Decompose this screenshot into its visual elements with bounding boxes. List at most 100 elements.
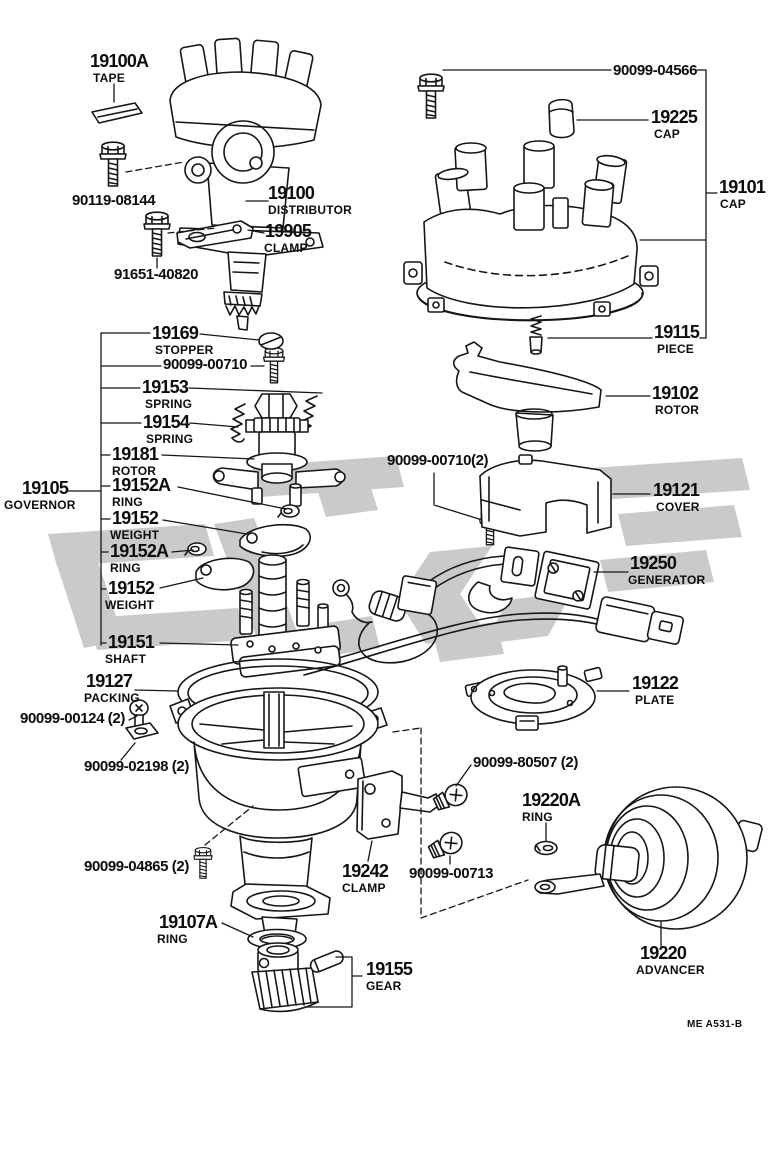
part-caption: COVER: [656, 499, 700, 514]
part-number: 19151: [108, 632, 155, 652]
part-caption: WEIGHT: [110, 527, 160, 542]
part-number: 19100A: [90, 51, 149, 71]
part-number: 90099-04566: [613, 62, 698, 79]
part-label-19101: 19101 CAP: [719, 178, 766, 211]
part-caption: ROTOR: [655, 402, 700, 417]
distributor-assembly-drawing: [169, 37, 324, 331]
part-caption: SPRING: [146, 431, 194, 446]
part-caption: PLATE: [635, 692, 675, 707]
part-label-90099-04566: 90099-04566: [613, 63, 697, 79]
part-label-19220: 19220 ADVANCER: [636, 943, 705, 976]
part-label-90099-02198: 90099-02198 (2): [84, 759, 189, 775]
weight-19152-lower-drawing: [195, 557, 255, 591]
generator-19250-drawing: [301, 546, 685, 676]
gear-19155-drawing: [251, 942, 344, 1013]
part-number: 19127: [86, 671, 133, 691]
part-number: 19250: [630, 553, 677, 573]
part-label-19102: 19102 ROTOR: [652, 384, 699, 416]
part-label-19127: 19127 PACKING: [84, 671, 140, 705]
part-number: 90099-00713: [409, 865, 494, 882]
part-label-19115: 19115 PIECE: [654, 322, 700, 356]
part-label-90099-04865: 90099-04865 (2): [84, 859, 189, 875]
clamp-19242-drawing: [356, 770, 442, 840]
part-label-91651-40820: 91651-40820: [114, 267, 198, 283]
part-number: 19181: [112, 444, 159, 464]
part-label-19152A-lower: 19152A RING: [110, 541, 169, 575]
part-number: 19100: [268, 183, 315, 203]
part-caption: CAP: [720, 196, 746, 211]
part-number: 19152: [112, 508, 159, 528]
ring-19107a-drawing: [247, 928, 307, 950]
part-caption: SHAFT: [105, 651, 146, 666]
bolt-90119-08144-drawing: [99, 141, 127, 187]
part-label-19152A-upper: 19152A RING: [112, 475, 171, 508]
screw-90099-00713-drawing: [425, 828, 467, 863]
part-number: 19152: [108, 578, 155, 598]
rotor-19102-drawing: [452, 341, 602, 452]
tape-drawing: [91, 102, 143, 124]
part-label-19152-lower: 19152 WEIGHT: [105, 578, 155, 612]
bolt-90099-00710-drawing: [262, 347, 286, 384]
part-number: 19115: [654, 322, 700, 342]
bolt-91651-40820-drawing: [143, 211, 171, 257]
part-label-19181: 19181 ROTOR: [112, 444, 159, 478]
part-label-19100A: 19100A TAPE: [90, 51, 149, 85]
part-label-90099-00710-2: 90099-00710(2): [387, 452, 489, 469]
part-caption: TAPE: [93, 70, 125, 85]
cover-19121-drawing: [479, 454, 612, 537]
part-number: 90099-00124 (2): [20, 710, 125, 727]
part-label-90119-08144: 90119-08144: [72, 192, 156, 209]
part-caption: CAP: [654, 126, 680, 141]
part-number: 90099-00710(2): [387, 452, 489, 469]
part-label-19153: 19153 SPRING: [142, 378, 192, 410]
part-number: 90099-02198 (2): [84, 758, 189, 775]
part-number: 19121: [653, 480, 700, 500]
ring-19152a-upper-drawing: [277, 504, 300, 518]
part-number: 19905: [265, 221, 312, 241]
part-number: 19220: [640, 943, 687, 963]
screw-90099-00124-drawing: [125, 699, 159, 740]
small-cap-19225-drawing: [548, 98, 575, 139]
stopper-19169-drawing: [258, 332, 284, 350]
part-label-19121: 19121 COVER: [653, 481, 700, 513]
springs-drawing: [230, 395, 318, 443]
part-number: 90119-08144: [72, 192, 156, 209]
clamp-19905-drawing: [176, 220, 254, 249]
part-label-19105: 19105 GOVERNOR: [4, 478, 76, 511]
part-caption: PIECE: [657, 341, 695, 356]
part-label-19155: 19155 GEAR: [366, 959, 413, 992]
ring-19152a-lower-drawing: [184, 542, 207, 556]
part-label-90099-00124: 90099-00124 (2): [20, 711, 125, 727]
part-number: 19105: [22, 478, 69, 498]
part-number: 19102: [652, 383, 699, 403]
plate-19122-drawing: [464, 665, 603, 731]
part-caption: RING: [157, 931, 188, 946]
part-number: 90099-80507 (2): [473, 754, 578, 771]
part-caption: RING: [110, 560, 141, 575]
part-number: 19152A: [112, 475, 171, 495]
part-caption: PACKING: [84, 690, 140, 705]
part-caption: STOPPER: [155, 342, 214, 357]
part-number: 19155: [366, 959, 413, 979]
advancer-19220-drawing: [534, 786, 763, 930]
part-number: 91651-40820: [114, 266, 199, 283]
part-caption: ROTOR: [112, 463, 157, 478]
part-caption: WEIGHT: [105, 597, 155, 612]
part-number: 90099-00710: [163, 356, 248, 373]
part-label-19169: 19169 STOPPER: [152, 324, 214, 356]
part-label-90099-00713: 90099-00713: [409, 866, 493, 882]
part-caption: GENERATOR: [628, 572, 706, 587]
part-label-19100: 19100 DISTRIBUTOR: [268, 184, 352, 216]
part-label-19220A: 19220A RING: [522, 791, 581, 823]
part-caption: CLAMP: [342, 880, 386, 895]
screw-90099-80507-drawing: [430, 780, 472, 815]
part-label-90099-80507: 90099-80507 (2): [473, 755, 578, 771]
part-label-90099-00710: 90099-00710: [163, 357, 247, 373]
part-number: 19152A: [110, 541, 169, 561]
part-label-19225: 19225 CAP: [651, 108, 698, 141]
part-caption: SPRING: [145, 396, 193, 411]
part-number: 19242: [342, 861, 389, 881]
bolt-90099-04865-drawing: [193, 846, 213, 879]
